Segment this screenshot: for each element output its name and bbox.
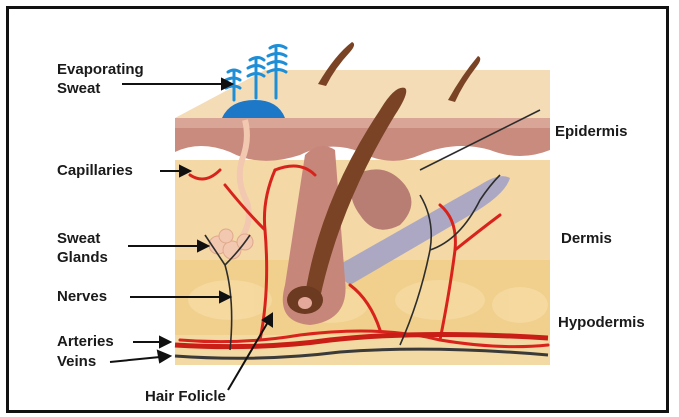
- label-hair-folicle: Hair Folicle: [145, 387, 226, 406]
- label-epidermis: Epidermis: [555, 122, 628, 141]
- epidermis-highlight: [175, 118, 550, 128]
- label-nerves: Nerves: [57, 287, 107, 306]
- arrow-veins: [110, 357, 160, 362]
- label-sweat-glands: Sweat Glands: [57, 229, 108, 267]
- label-evaporating-sweat: Evaporating Sweat: [57, 60, 144, 98]
- evaporation-plumes: [226, 46, 286, 101]
- label-hypodermis: Hypodermis: [558, 313, 645, 332]
- label-capillaries: Capillaries: [57, 161, 133, 180]
- label-evaporating-sweat-line1: Evaporating: [57, 60, 144, 79]
- label-dermis: Dermis: [561, 229, 612, 248]
- label-sweat-glands-line1: Sweat: [57, 229, 108, 248]
- label-veins: Veins: [57, 352, 96, 371]
- label-sweat-glands-line2: Glands: [57, 248, 108, 267]
- label-arteries: Arteries: [57, 332, 114, 351]
- label-evaporating-sweat-line2: Sweat: [57, 79, 144, 98]
- hair-papilla: [298, 297, 312, 309]
